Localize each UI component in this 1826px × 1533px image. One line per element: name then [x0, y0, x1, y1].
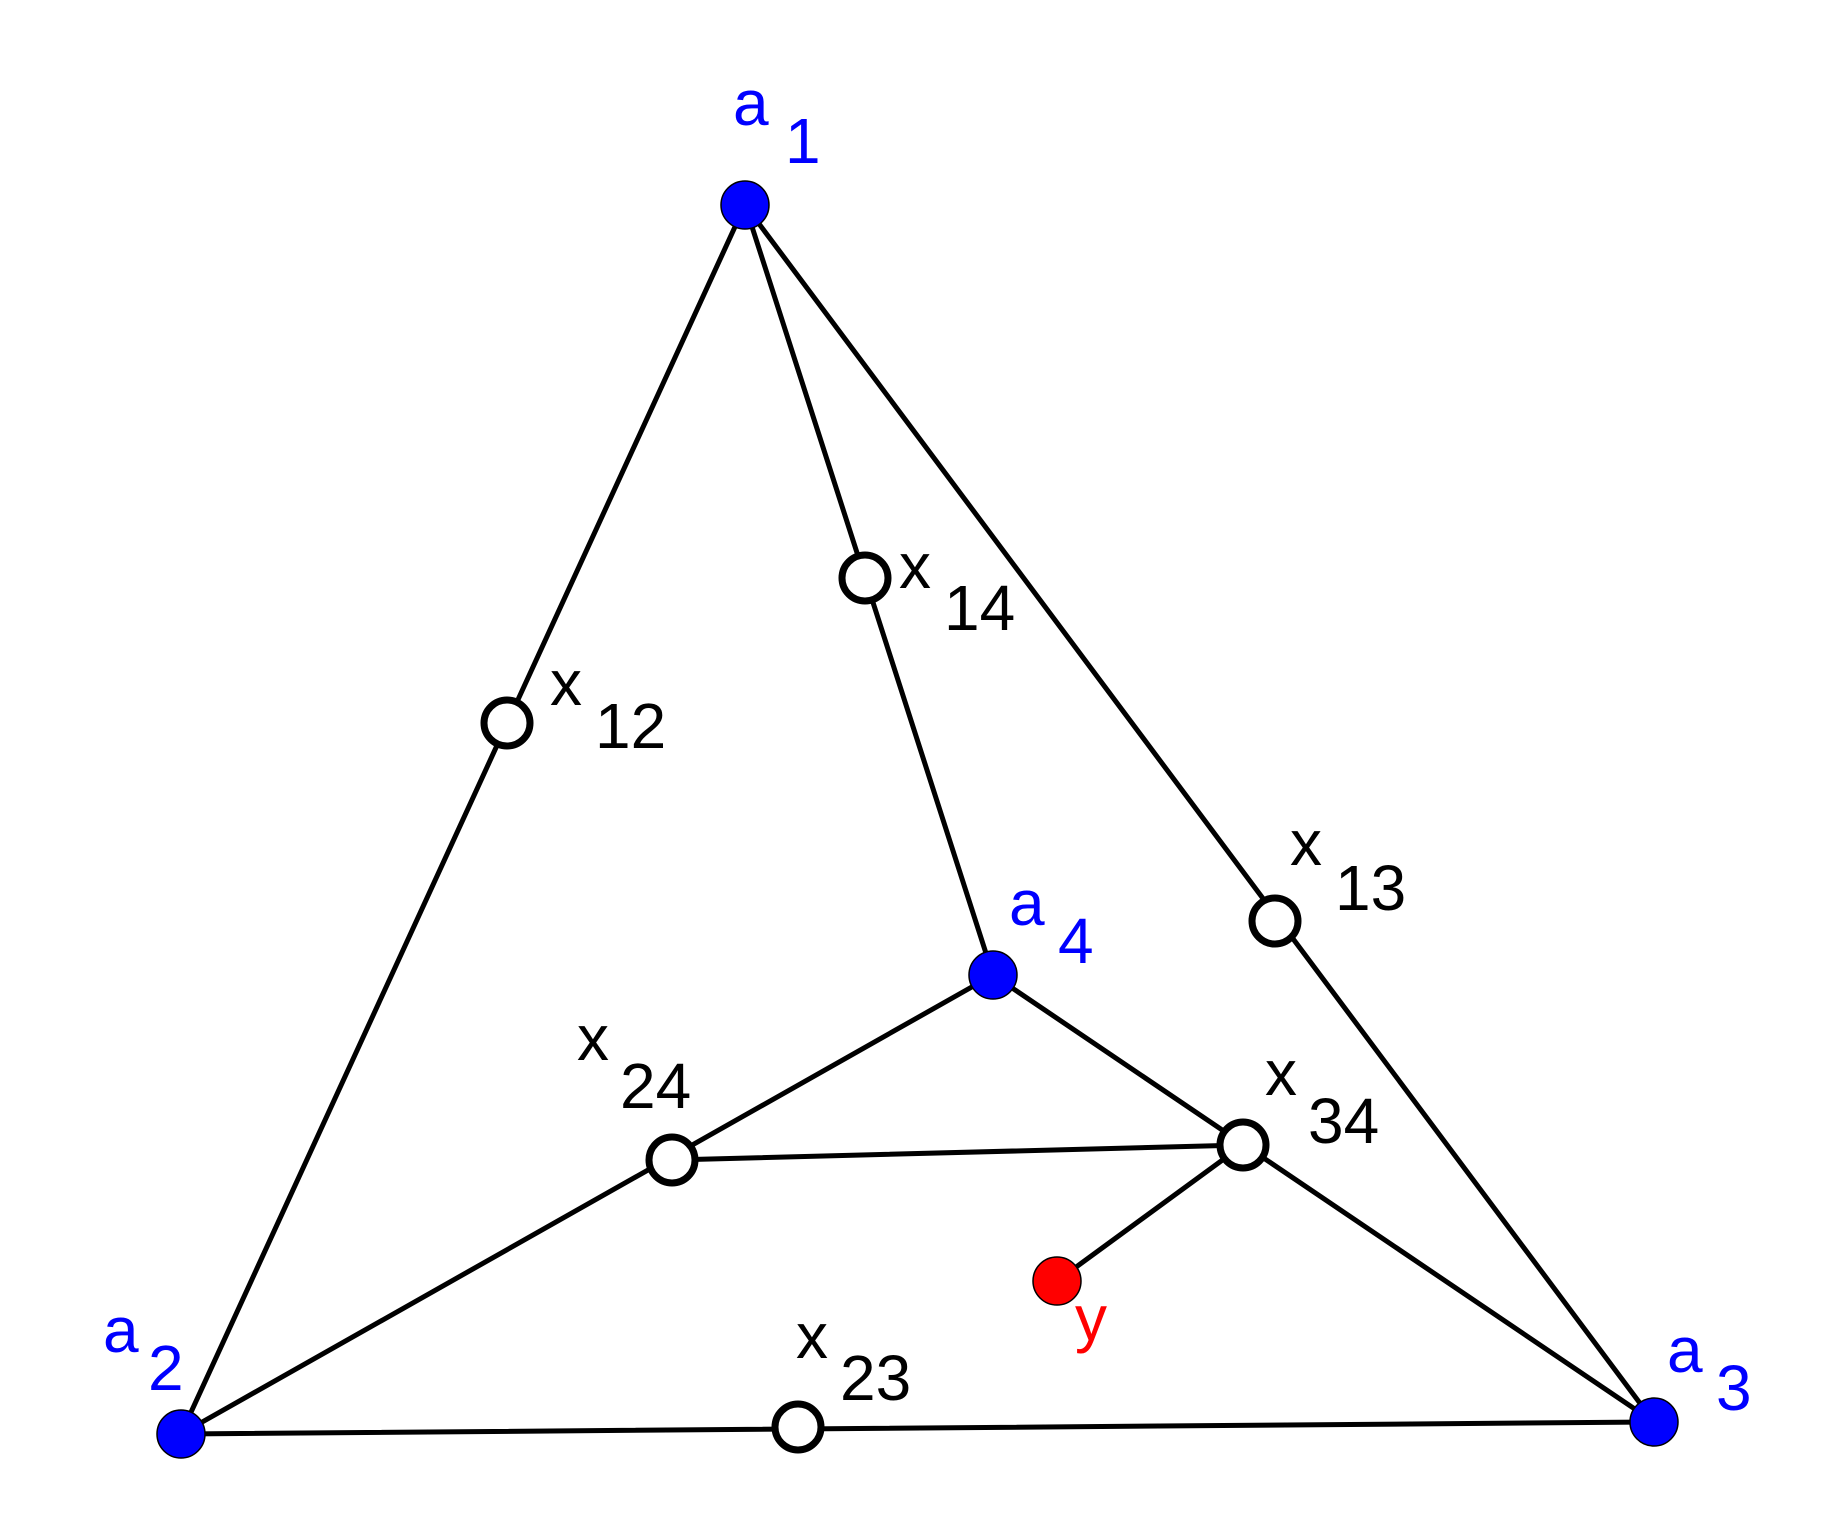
label-x23: x 23	[796, 1300, 911, 1414]
midpoint-x14	[838, 551, 892, 605]
label-x13: x 13	[1290, 807, 1406, 924]
label-a2-base: a	[103, 1294, 139, 1366]
vertex-a2	[156, 1409, 206, 1459]
label-x24: x 24	[577, 1002, 691, 1122]
label-x24-sub: 24	[620, 1050, 691, 1122]
edge-a1-a2	[178, 202, 748, 1437]
vertices	[156, 180, 1679, 1459]
label-x24-base: x	[577, 1002, 609, 1074]
vertex-a4	[968, 950, 1018, 1000]
label-x12-base: x	[550, 647, 582, 719]
label-a4-base: a	[1009, 867, 1045, 939]
point-y	[1032, 1256, 1082, 1306]
label-a1: a 1	[733, 67, 821, 177]
label-a4-sub: 4	[1058, 905, 1094, 977]
edge-x24-x34	[669, 1142, 1246, 1163]
label-a3-sub: 3	[1716, 1352, 1752, 1424]
label-a1-base: a	[733, 67, 769, 139]
label-a3-base: a	[1667, 1314, 1703, 1386]
label-x34: x 34	[1265, 1037, 1379, 1157]
label-x13-sub: 13	[1335, 852, 1406, 924]
label-x12-sub: 12	[595, 690, 666, 762]
midpoint-x34	[1216, 1118, 1270, 1172]
label-x34-base: x	[1265, 1037, 1297, 1109]
label-x23-sub: 23	[840, 1342, 911, 1414]
edges	[178, 202, 1657, 1437]
edge-a2-a4	[178, 972, 996, 1437]
label-x23-base: x	[796, 1300, 828, 1372]
label-a4: a 4	[1009, 867, 1094, 977]
midpoint-x23	[771, 1400, 825, 1454]
label-a3: a 3	[1667, 1314, 1752, 1424]
label-y: y	[1075, 1282, 1107, 1354]
label-x14-sub: 14	[944, 572, 1015, 644]
vertex-a1	[720, 180, 770, 230]
edge-x34-y	[1054, 1142, 1246, 1284]
midpoint-x13	[1248, 894, 1302, 948]
vertex-a3	[1629, 1397, 1679, 1447]
label-a1-sub: 1	[785, 105, 821, 177]
midpoints	[480, 551, 1302, 1454]
edge-a1-a3	[742, 202, 1657, 1425]
label-a2-sub: 2	[148, 1332, 184, 1404]
label-a2: a 2	[103, 1294, 184, 1404]
midpoint-x12	[480, 696, 534, 750]
label-x34-sub: 34	[1308, 1085, 1379, 1157]
label-x14: x 14	[899, 530, 1015, 644]
label-x14-base: x	[899, 530, 931, 602]
label-x13-base: x	[1290, 807, 1322, 879]
edge-a4-a3	[990, 972, 1657, 1425]
labels: a 1 a 2 a 3 a 4 x 12 x 13 x 14 x	[103, 67, 1752, 1424]
midpoint-x24	[645, 1133, 699, 1187]
label-x12: x 12	[550, 647, 666, 762]
edge-a2-a3	[178, 1419, 1657, 1437]
